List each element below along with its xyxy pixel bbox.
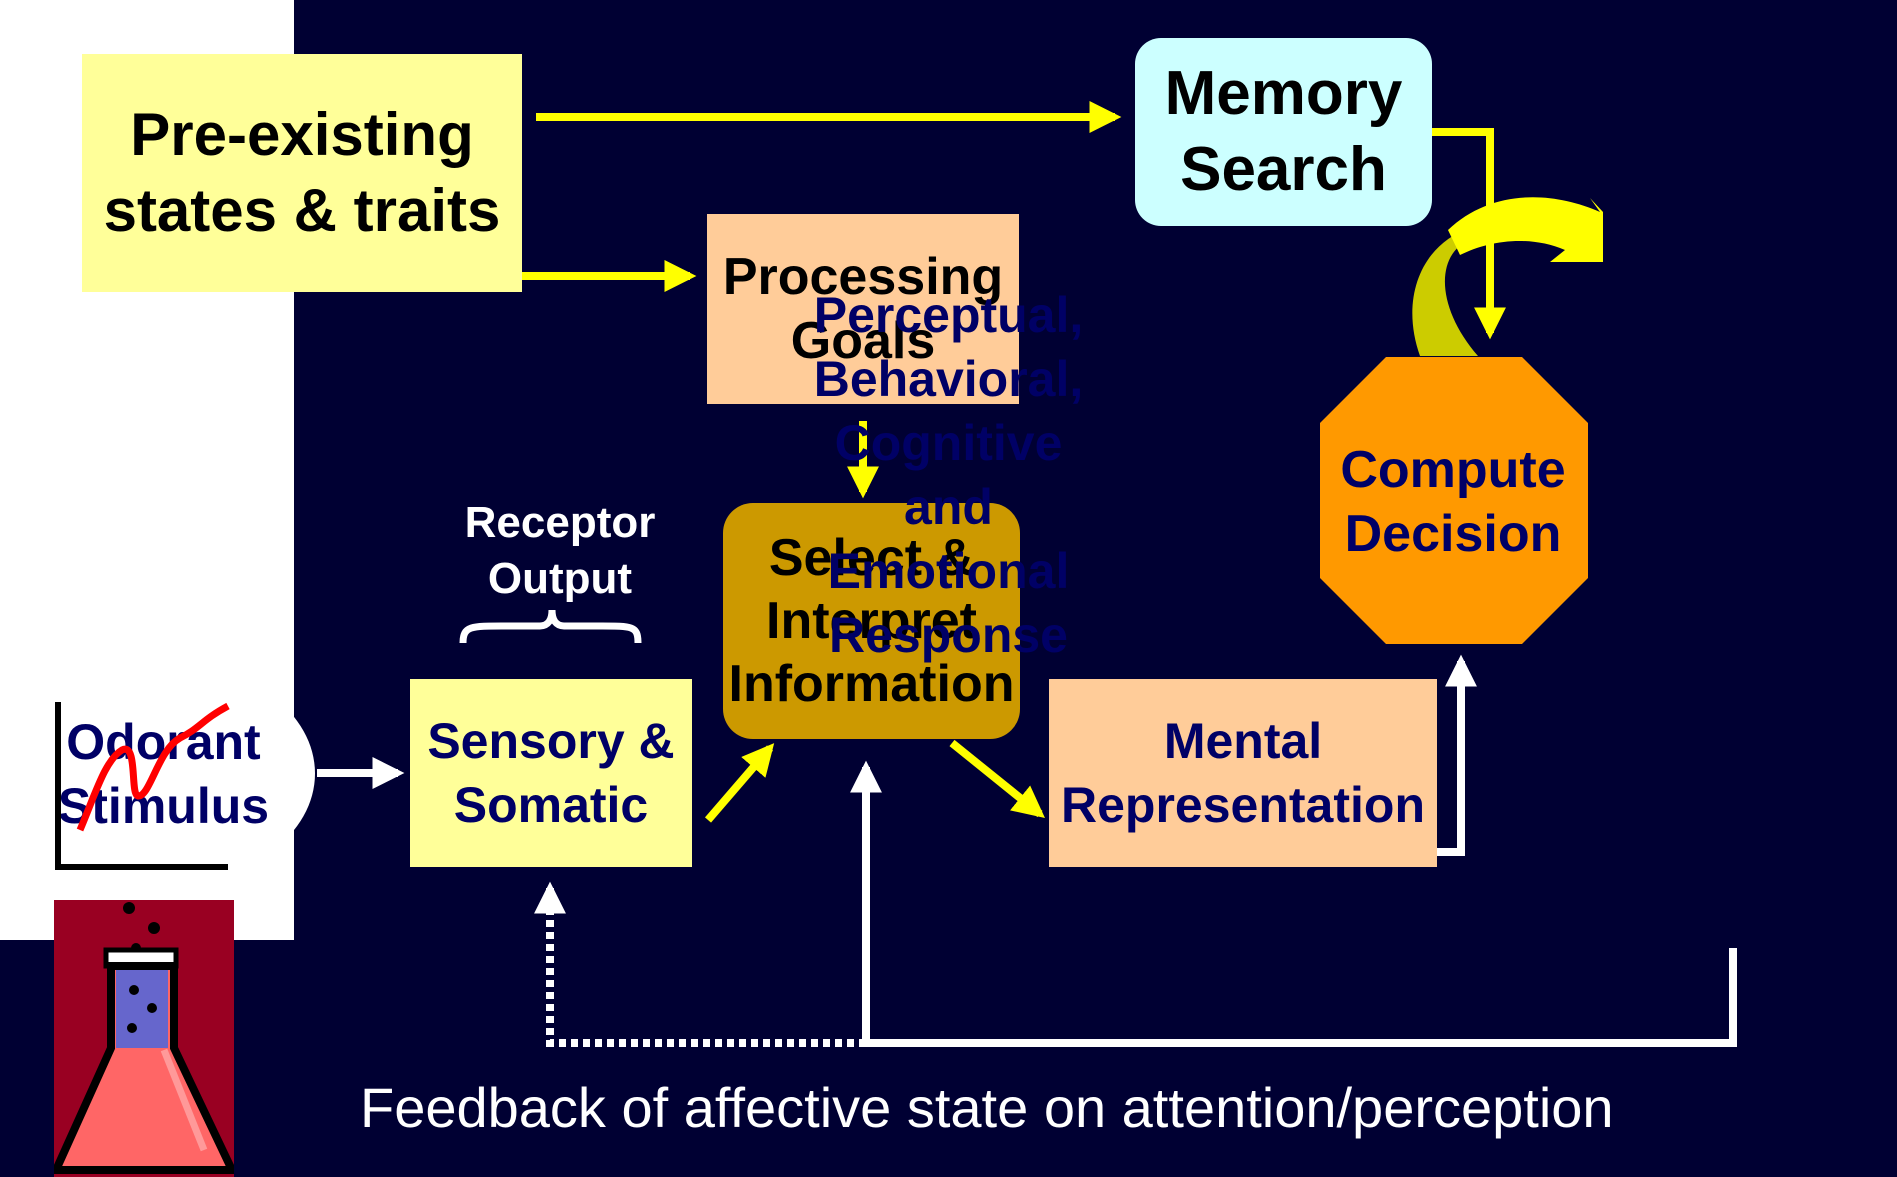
select-interpret-label: Select & Interpret Information [728,528,1015,713]
processing-goals-label: Processing Goals [722,248,1004,370]
response-label: Perceptual, Behavioral, Cognitive and Em… [813,287,1084,663]
mental-representation-box: Mental Representation [1049,679,1437,867]
receptor-output-label: Receptor Output [464,498,656,603]
flask-icon [54,900,234,1177]
arrow-feedback-to-sensory-dotted [534,881,866,1047]
compute-decision-shape [1320,357,1588,644]
arrow-memory-to-decision [1432,128,1506,340]
arrow-decision-to-response [1412,212,1580,356]
arrow-select-to-mental [949,739,1045,819]
memory-search-label: Memory Search [1164,59,1403,204]
sensory-somatic-box: Sensory & Somatic [410,679,692,867]
preexisting-states-label: Pre-existing states & traits [103,101,501,244]
compute-decision-label: Compute Decision [1340,441,1566,563]
processing-goals-box: Processing Goals [707,214,1019,404]
arrow-sensory-to-select [704,743,775,823]
odorant-stimulus-label: Odorant Stimulus [57,713,270,834]
memory-search-box: Memory Search [1135,38,1432,226]
arrow-decision-to-response-head [1448,197,1603,262]
arrow-mental-to-decision [1437,654,1477,856]
preexisting-states-box: Pre-existing states & traits [82,54,522,292]
select-interpret-box: Select & Interpret Information [723,503,1020,739]
feedback-line [866,948,1737,1047]
mental-representation-label: Mental Representation [1061,713,1425,833]
sensory-somatic-label: Sensory & Somatic [427,713,675,833]
line-graph-icon [55,702,230,870]
receptor-brace [459,609,642,644]
feedback-caption: Feedback of affective state on attention… [360,1076,1614,1139]
odorant-stimulus-ellipse: Odorant Stimulus [12,662,315,885]
